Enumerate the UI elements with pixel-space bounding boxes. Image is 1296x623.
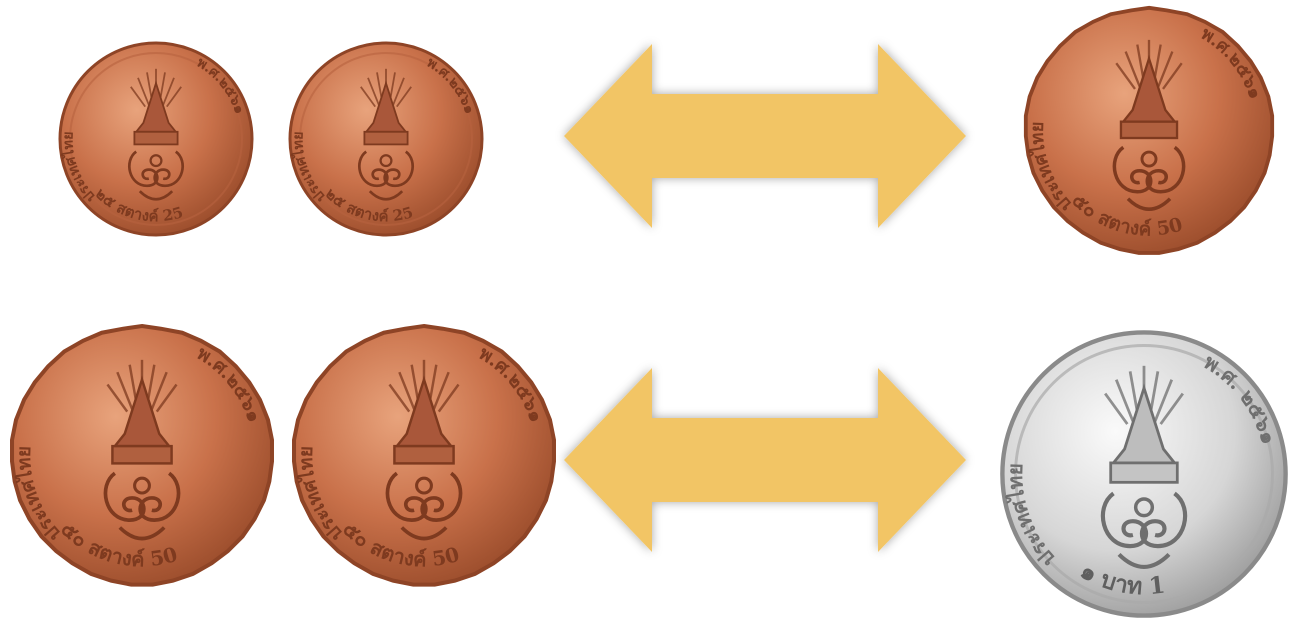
coin-1-baht: ประเทศไทย พ.ศ. ๒๕๖๑ ๑ บาท 1 — [998, 328, 1290, 620]
coin-50-satang-3-image: ประเทศไทย พ.ศ.๒๕๖๑ ๕๐ สตางค์ 50 — [290, 322, 558, 590]
coin-25-satang-2: ประเทศไทย พ.ศ.๒๕๖๑ ๒๕ สตางค์ 25 — [286, 39, 486, 239]
coin-50-satang-2-image: ประเทศไทย พ.ศ.๒๕๖๑ ๕๐ สตางค์ 50 — [8, 322, 276, 590]
coin-50-satang-2: ประเทศไทย พ.ศ.๒๕๖๑ ๕๐ สตางค์ 50 — [8, 322, 276, 590]
coin-50-satang-1: ประเทศไทย พ.ศ.๒๕๖๑ ๕๐ สตางค์ 50 — [1022, 4, 1276, 258]
coin-50-satang-1-image: ประเทศไทย พ.ศ.๒๕๖๑ ๕๐ สตางค์ 50 — [1022, 4, 1276, 258]
double-headed-arrow-icon — [560, 364, 970, 556]
coin-1-baht-image: ประเทศไทย พ.ศ. ๒๕๖๑ ๑ บาท 1 — [998, 328, 1290, 620]
arrow-1-shape — [560, 40, 970, 232]
coin-25-satang-1-image: ประเทศไทย พ.ศ.๒๕๖๑ ๒๕ สตางค์ 25 — [56, 39, 256, 239]
double-headed-arrow-icon — [560, 40, 970, 232]
coin-25-satang-1: ประเทศไทย พ.ศ.๒๕๖๑ ๒๕ สตางค์ 25 — [56, 39, 256, 239]
coin-25-satang-2-image: ประเทศไทย พ.ศ.๒๕๖๑ ๒๕ สตางค์ 25 — [286, 39, 486, 239]
arrow-2-shape — [560, 364, 970, 556]
coin-50-satang-3: ประเทศไทย พ.ศ.๒๕๖๑ ๕๐ สตางค์ 50 — [290, 322, 558, 590]
